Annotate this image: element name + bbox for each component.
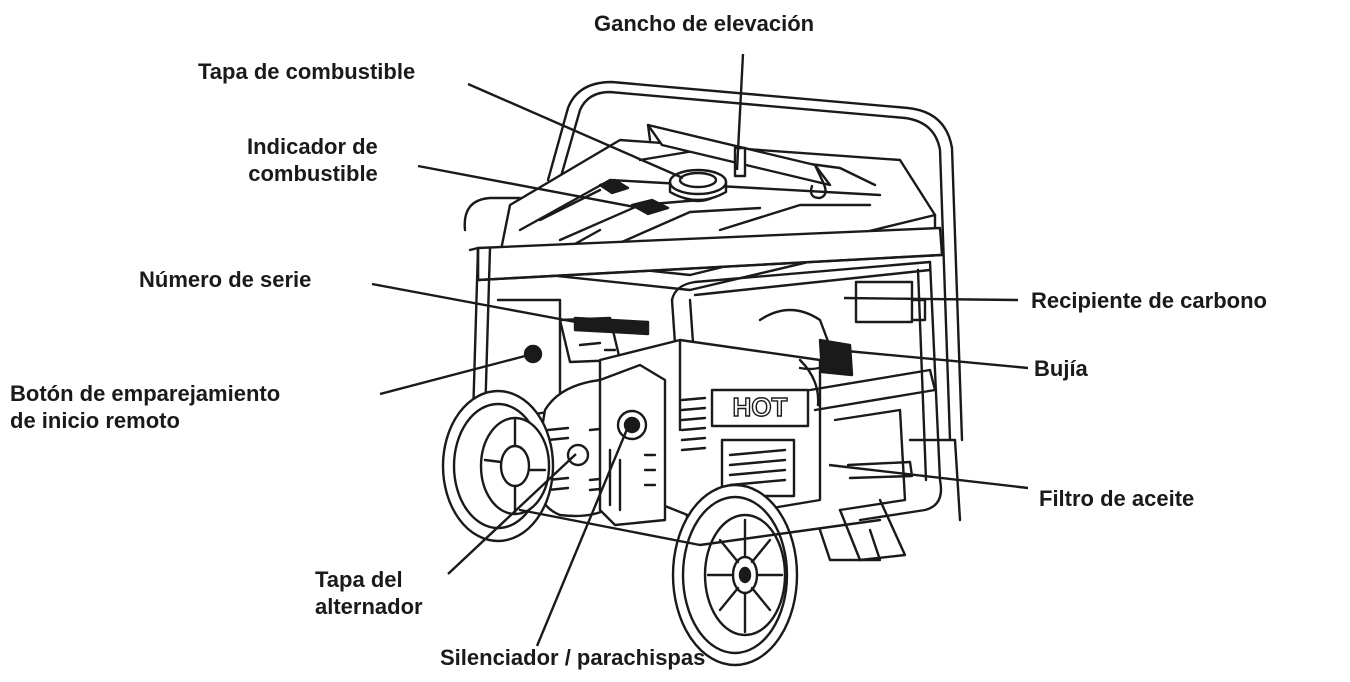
lifting-hook-shape [646,123,832,200]
fuel-cap-shape [668,168,728,203]
label-oil-filter: Filtro de aceite [1039,486,1195,511]
leader-oil-filter [828,463,1029,490]
right-wheel [671,483,799,667]
base-frame [518,508,882,562]
leader-fuel-gauge [417,164,641,210]
leader-fuel-cap [467,82,684,180]
leader-lifting-hook [735,53,745,171]
leader-carbon-canister [843,296,1019,302]
left-wheel [441,389,555,543]
leader-remote-start [379,354,526,396]
leader-spark-plug [835,348,1029,370]
brand-logo-text: HOT [733,392,788,422]
leader-lines [371,53,1029,647]
fuel-gauge-shape [598,178,670,216]
label-muffler: Silenciador / parachispas [440,645,706,670]
muffler-shape [598,363,667,527]
engine-internals [758,280,937,562]
label-lifting-hook: Gancho de elevación [594,11,815,36]
label-serial-number: Número de serie [139,267,312,292]
label-alternator-cover: Tapa del alternador [315,567,423,619]
leader-serial-number [371,282,582,325]
label-fuel-gauge: Indicador de combustible [247,134,378,186]
leader-alternator-cover [447,453,577,575]
label-spark-plug: Bujía [1034,356,1088,381]
label-carbon-canister: Recipiente de carbono [1031,288,1267,313]
leader-muffler [535,421,632,647]
label-fuel-cap: Tapa de combustible [198,59,416,84]
label-remote-start-button: Botón de emparejamiento de inicio remoto [10,381,281,433]
